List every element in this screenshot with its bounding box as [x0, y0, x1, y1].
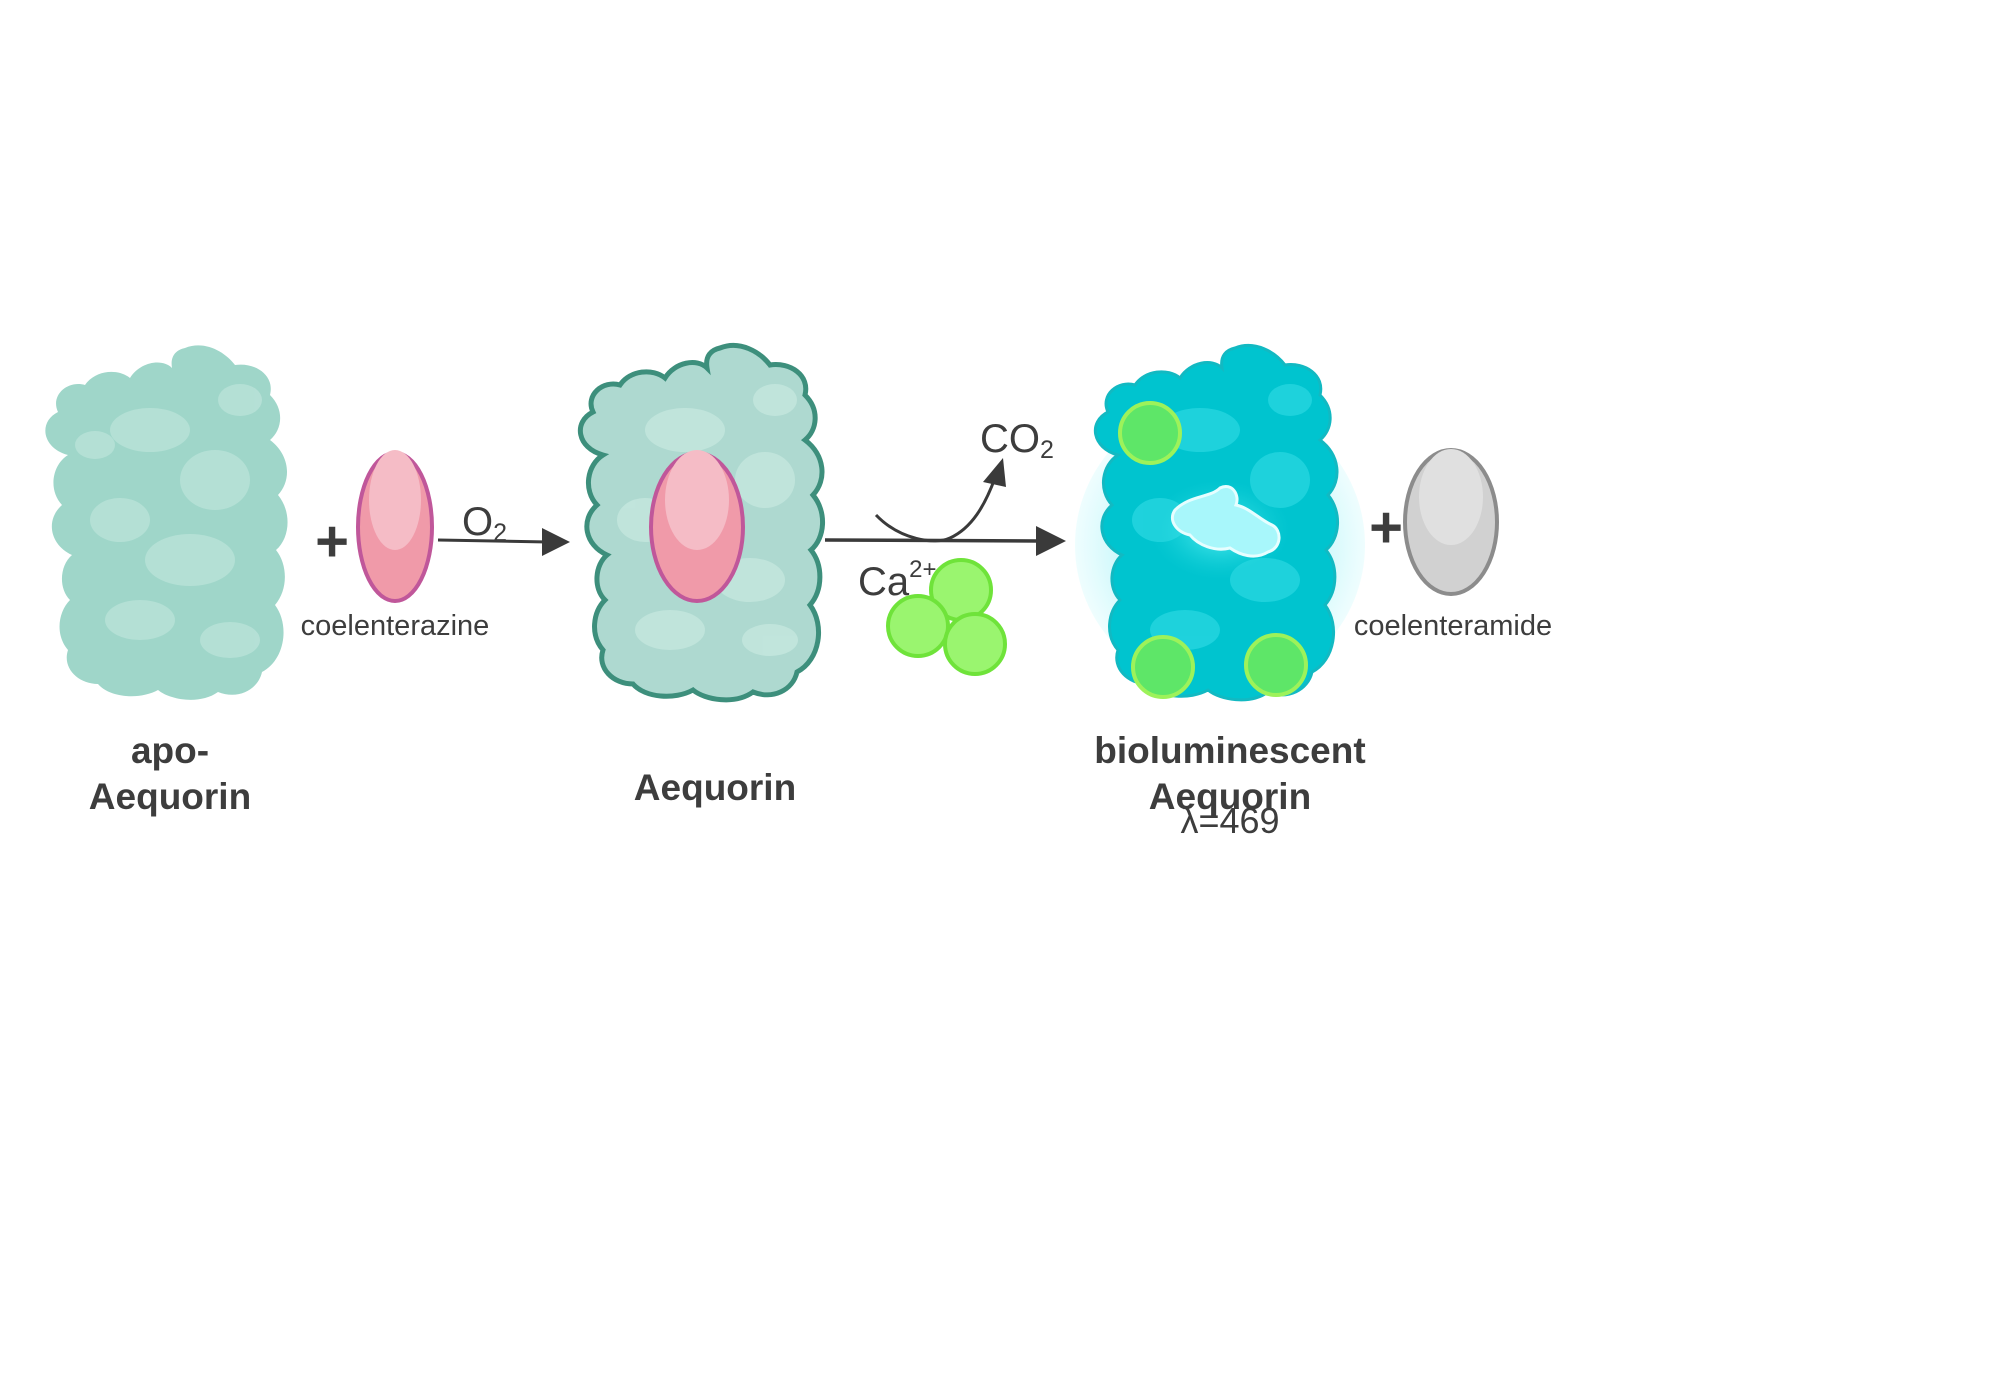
co2-subscript: 2	[1040, 436, 1054, 464]
co2-base: CO	[980, 417, 1040, 461]
apo-aequorin-label: apo- Aequorin	[60, 728, 280, 820]
oxygen-base: O	[462, 500, 494, 544]
aequorin-label: Aequorin	[633, 767, 797, 808]
plus-sign-1: +	[315, 509, 349, 574]
bound-coelenterazine	[649, 450, 745, 603]
calcium-base: Ca	[858, 560, 910, 604]
apo-aequorin-line1: apo-	[130, 730, 210, 771]
calcium-ions	[886, 558, 1007, 676]
co2-label: CO2	[980, 417, 1054, 465]
bound-calcium-ions	[1118, 401, 1308, 699]
oxygen-subscript: 2	[493, 519, 508, 547]
reaction-arrow-1	[437, 528, 570, 556]
bioluminescent-aequorin-protein	[1093, 343, 1340, 702]
bioluminescent-line1: bioluminescent	[1094, 730, 1366, 771]
apo-aequorin-line2: Aequorin	[88, 776, 252, 817]
coelenteramide-molecule	[1403, 448, 1499, 596]
oxygen-label: O2	[462, 500, 507, 548]
coelenteramide-label: coelenteramide	[1353, 610, 1553, 642]
apo-aequorin-protein	[45, 345, 288, 700]
calcium-superscript: 2+	[909, 556, 937, 583]
bioluminescent-aequorin-label: bioluminescent Aequorin	[1080, 728, 1380, 820]
bioluminescent-line2: Aequorin	[1148, 776, 1312, 817]
coelenterazine-label: coelenterazine	[300, 610, 490, 642]
coelenterazine-molecule	[356, 450, 434, 603]
plus-sign-2: +	[1369, 495, 1403, 560]
calcium-label: Ca2+	[858, 556, 937, 605]
wavelength-label: λ=469	[1180, 800, 1280, 841]
co2-release-arrow	[874, 458, 1006, 543]
